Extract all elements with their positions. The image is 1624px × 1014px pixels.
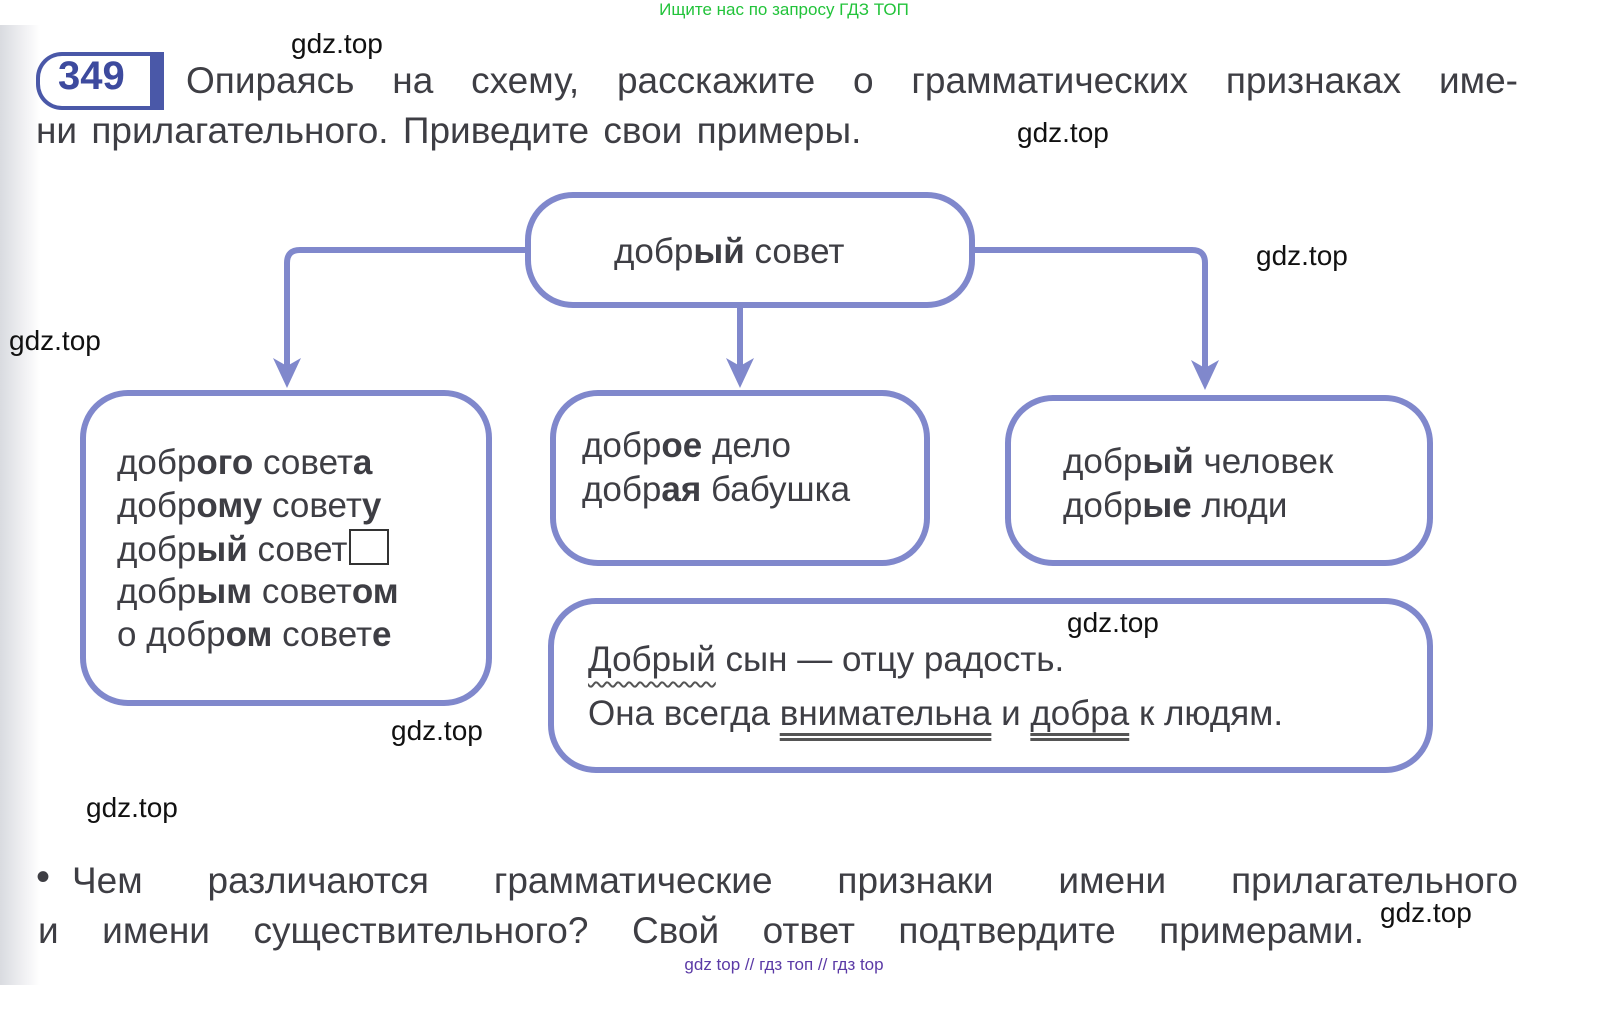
watermark: gdz.top xyxy=(9,325,101,356)
top-note: Ищите нас по запросу ГДЗ ТОП xyxy=(659,0,909,19)
word-part: добр xyxy=(1063,486,1143,525)
watermark: gdz.top xyxy=(391,715,483,746)
example-sentence-1: Добрый сын — отцу радость. xyxy=(588,640,1064,680)
word-ending: ом xyxy=(351,572,399,611)
word-ending: е xyxy=(372,615,392,654)
word-ending: ое xyxy=(661,426,703,465)
word-part: человек xyxy=(1193,442,1334,481)
word-ending: ая xyxy=(661,470,702,509)
watermark: gdz.top xyxy=(1017,117,1109,148)
exercise-number: 349 xyxy=(58,54,125,98)
word-part: совет xyxy=(253,443,353,482)
word-part: совет xyxy=(744,232,845,271)
word-ending: ый xyxy=(196,530,248,569)
answer-blank-box xyxy=(349,529,390,565)
word-part: совет xyxy=(252,572,352,611)
question-bullet: • xyxy=(36,855,51,899)
word-ending: ый xyxy=(693,232,745,271)
number-line: добрый человек xyxy=(1063,442,1333,482)
case-line: о добром совете xyxy=(117,615,392,655)
exercise-title-line2: ни прилагательного. Приведите свои приме… xyxy=(36,110,862,151)
exercise-title-line1: Опираясь на схему, расскажите о граммати… xyxy=(186,60,1518,101)
word-ending: у xyxy=(361,486,382,525)
box-cases xyxy=(80,390,492,706)
page-edge-shadow xyxy=(0,25,40,985)
number-line: добрые люди xyxy=(1063,486,1287,526)
example-word-wavy: Добрый xyxy=(588,640,716,679)
box-top xyxy=(525,192,975,308)
example-sentence-2: Она всегда внимательна и добра к людям. xyxy=(588,694,1283,734)
word-part: добр xyxy=(117,530,197,569)
word-part: добр xyxy=(117,572,197,611)
watermark: gdz.top xyxy=(86,792,178,823)
gender-line: добрая бабушка xyxy=(582,470,850,510)
word-part: добр xyxy=(582,470,662,509)
question-line2: и имени существительного? Свой ответ под… xyxy=(38,910,1364,951)
word-ending: а xyxy=(352,443,373,482)
word-part: дело xyxy=(702,426,791,465)
case-line: добрым советом xyxy=(117,572,399,612)
example-text: и xyxy=(991,694,1031,733)
gender-line: доброе дело xyxy=(582,426,791,466)
word-ending: ого xyxy=(196,443,254,482)
word-ending: ый xyxy=(1142,442,1194,481)
word-part: совет xyxy=(247,530,348,569)
word-part: о добр xyxy=(117,615,226,654)
case-line: добрый совет xyxy=(117,529,390,570)
case-line: доброму совету xyxy=(117,486,381,526)
word-part: совет xyxy=(262,486,362,525)
example-word-double: добра xyxy=(1030,694,1130,733)
example-word-double: внимательна xyxy=(779,694,992,733)
watermark: gdz.top xyxy=(1380,897,1472,928)
word-ending: ым xyxy=(196,572,253,611)
exercise-badge xyxy=(36,52,158,110)
word-part: добр xyxy=(1063,442,1143,481)
footer-links: gdz top // гдз топ // гдз top xyxy=(684,955,884,974)
example-text: Она всегда xyxy=(588,694,780,733)
watermark: gdz.top xyxy=(1256,240,1348,271)
case-line: доброго совета xyxy=(117,443,372,483)
word-part: бабушка xyxy=(701,470,851,509)
exercise-badge-bar xyxy=(150,52,164,110)
example-text: сын — отцу радость. xyxy=(715,640,1065,679)
word-ending: ому xyxy=(196,486,263,525)
word-part: добр xyxy=(614,232,694,271)
word-part: добр xyxy=(117,486,197,525)
word-part: добр xyxy=(117,443,197,482)
box-top-text: добрый совет xyxy=(614,232,844,272)
watermark: gdz.top xyxy=(1067,607,1159,638)
word-ending: ом xyxy=(225,615,273,654)
example-text: к людям. xyxy=(1129,694,1284,733)
box-examples xyxy=(548,598,1433,773)
word-part: совет xyxy=(272,615,373,654)
box-number xyxy=(1005,395,1433,566)
question-line1: Чем различаются грамматические признаки … xyxy=(72,860,1518,901)
watermark: gdz.top xyxy=(291,28,383,59)
arrow-right xyxy=(975,247,1208,372)
word-part: люди xyxy=(1191,486,1288,525)
word-ending: ые xyxy=(1142,486,1192,525)
box-gender xyxy=(550,390,930,566)
arrow-left xyxy=(284,247,525,370)
word-part: добр xyxy=(582,426,662,465)
